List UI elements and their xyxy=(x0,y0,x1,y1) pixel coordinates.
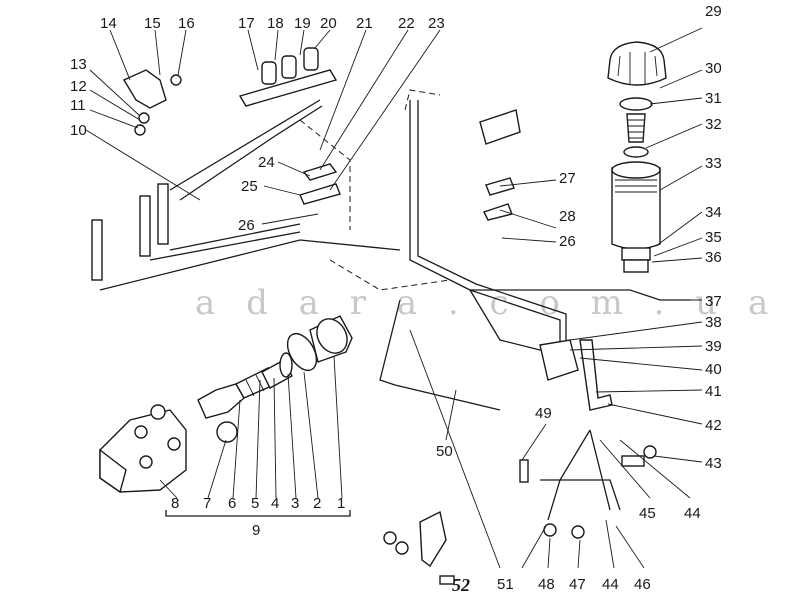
callout-9: 9 xyxy=(252,522,260,539)
callout-15: 15 xyxy=(144,15,161,32)
callout-20: 20 xyxy=(320,15,337,32)
callout-22: 22 xyxy=(398,15,415,32)
callout-25: 25 xyxy=(241,178,258,195)
callout-39: 39 xyxy=(705,338,722,355)
callout-26b: 26 xyxy=(559,233,576,250)
callout-49: 49 xyxy=(535,405,552,422)
callout-17: 17 xyxy=(238,15,255,32)
callout-24: 24 xyxy=(258,154,275,171)
callout-19: 19 xyxy=(294,15,311,32)
callout-43: 43 xyxy=(705,455,722,472)
master-cylinder-assembly xyxy=(99,315,353,494)
callout-11: 11 xyxy=(70,97,86,114)
callout-12: 12 xyxy=(70,78,87,95)
callout-31: 31 xyxy=(705,90,722,107)
callout-48: 48 xyxy=(538,576,555,593)
callout-14: 14 xyxy=(100,15,117,32)
callout-21: 21 xyxy=(356,15,373,32)
callout-16: 16 xyxy=(178,15,195,32)
callout-44a: 44 xyxy=(684,505,701,522)
callout-29: 29 xyxy=(705,3,722,20)
callout-35: 35 xyxy=(705,229,722,246)
callout-7: 7 xyxy=(203,495,211,512)
leader-lines xyxy=(85,27,703,569)
callout-4: 4 xyxy=(271,495,279,512)
callout-44b: 44 xyxy=(602,576,619,593)
callout-13: 13 xyxy=(70,56,87,73)
callout-40: 40 xyxy=(705,361,722,378)
callout-37: 37 xyxy=(705,293,722,310)
piping-and-fittings xyxy=(299,89,690,585)
callout-47: 47 xyxy=(569,576,586,593)
callout-5: 5 xyxy=(251,495,259,512)
callout-6: 6 xyxy=(228,495,236,512)
callout-28: 28 xyxy=(559,208,576,225)
callout-3: 3 xyxy=(291,495,299,512)
callout-33: 33 xyxy=(705,155,722,172)
callout-26a: 26 xyxy=(238,217,255,234)
callout-50: 50 xyxy=(436,443,453,460)
callout-18: 18 xyxy=(267,15,284,32)
callout-34: 34 xyxy=(705,204,722,221)
callout-42: 42 xyxy=(705,417,722,434)
callout-27: 27 xyxy=(559,170,576,187)
callout-2: 2 xyxy=(313,495,321,512)
callout-labels: 1 2 3 4 5 6 7 8 9 10 11 12 13 14 15 16 1… xyxy=(70,3,722,595)
callout-30: 30 xyxy=(705,60,722,77)
reservoir-assembly xyxy=(607,41,667,273)
group-bracket-9 xyxy=(165,510,351,517)
callout-46: 46 xyxy=(634,576,651,593)
callout-41: 41 xyxy=(705,383,722,400)
callout-38: 38 xyxy=(705,314,722,331)
callout-36: 36 xyxy=(705,249,722,266)
switch-bracket-assembly xyxy=(91,47,401,291)
callout-8: 8 xyxy=(171,495,179,512)
callout-23: 23 xyxy=(428,15,445,32)
callout-52: 52 xyxy=(452,575,470,595)
callout-45: 45 xyxy=(639,505,656,522)
callout-32: 32 xyxy=(705,116,722,133)
callout-10: 10 xyxy=(70,122,87,139)
callout-1: 1 xyxy=(337,495,345,512)
callout-51: 51 xyxy=(497,576,514,593)
